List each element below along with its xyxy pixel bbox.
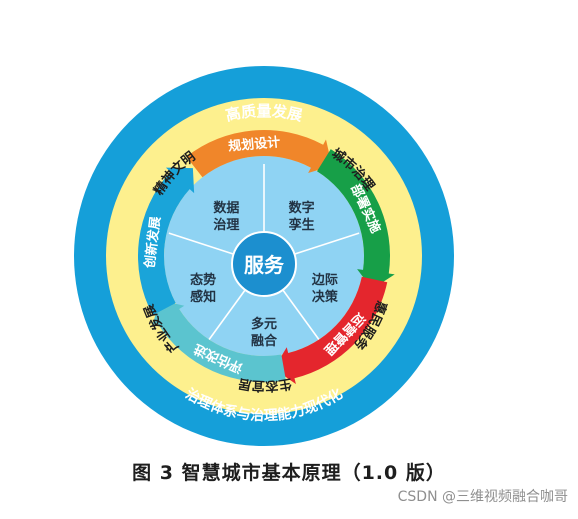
cycle-arrow-label: 规划设计 <box>228 134 281 154</box>
inner-segment-label: 数据 <box>213 200 239 216</box>
inner-segment-label: 边际 <box>311 273 338 288</box>
inner-segment-label: 多元 <box>251 316 277 332</box>
cycle-arrow-label: 创新发展 <box>142 215 164 271</box>
inner-segment-label: 融合 <box>251 333 278 349</box>
segment-divider <box>168 232 234 255</box>
inner-segment-label: 感知 <box>190 289 216 305</box>
inner-segment-label: 数字 <box>289 200 315 216</box>
cycle-arrow <box>152 300 286 382</box>
inner-segment-label: 治理 <box>213 217 239 233</box>
cycle-arrow <box>273 276 388 385</box>
cycle-arrow <box>316 149 395 290</box>
watermark: CSDN @三维视频融合咖哥 <box>397 489 568 505</box>
figure-caption: 图 3 智慧城市基本原理（1.0 版） <box>132 462 446 484</box>
outer-ring-label-path: 高质量发展 <box>224 102 304 125</box>
inner-segment-label: 态势 <box>190 272 216 288</box>
cycle-arrow <box>138 167 195 316</box>
outer-ring-label: 高质量发展 <box>224 102 304 125</box>
segment-divider <box>204 289 246 346</box>
segment-dividers <box>168 164 360 346</box>
inner-segment-label: 决策 <box>312 289 339 305</box>
inner-segment-label: 孪生 <box>289 217 315 233</box>
segment-divider <box>282 289 324 346</box>
segment-divider <box>294 232 360 255</box>
cycle-arrow <box>186 130 333 178</box>
center-label: 服务 <box>244 253 285 277</box>
center-circle <box>231 231 297 297</box>
